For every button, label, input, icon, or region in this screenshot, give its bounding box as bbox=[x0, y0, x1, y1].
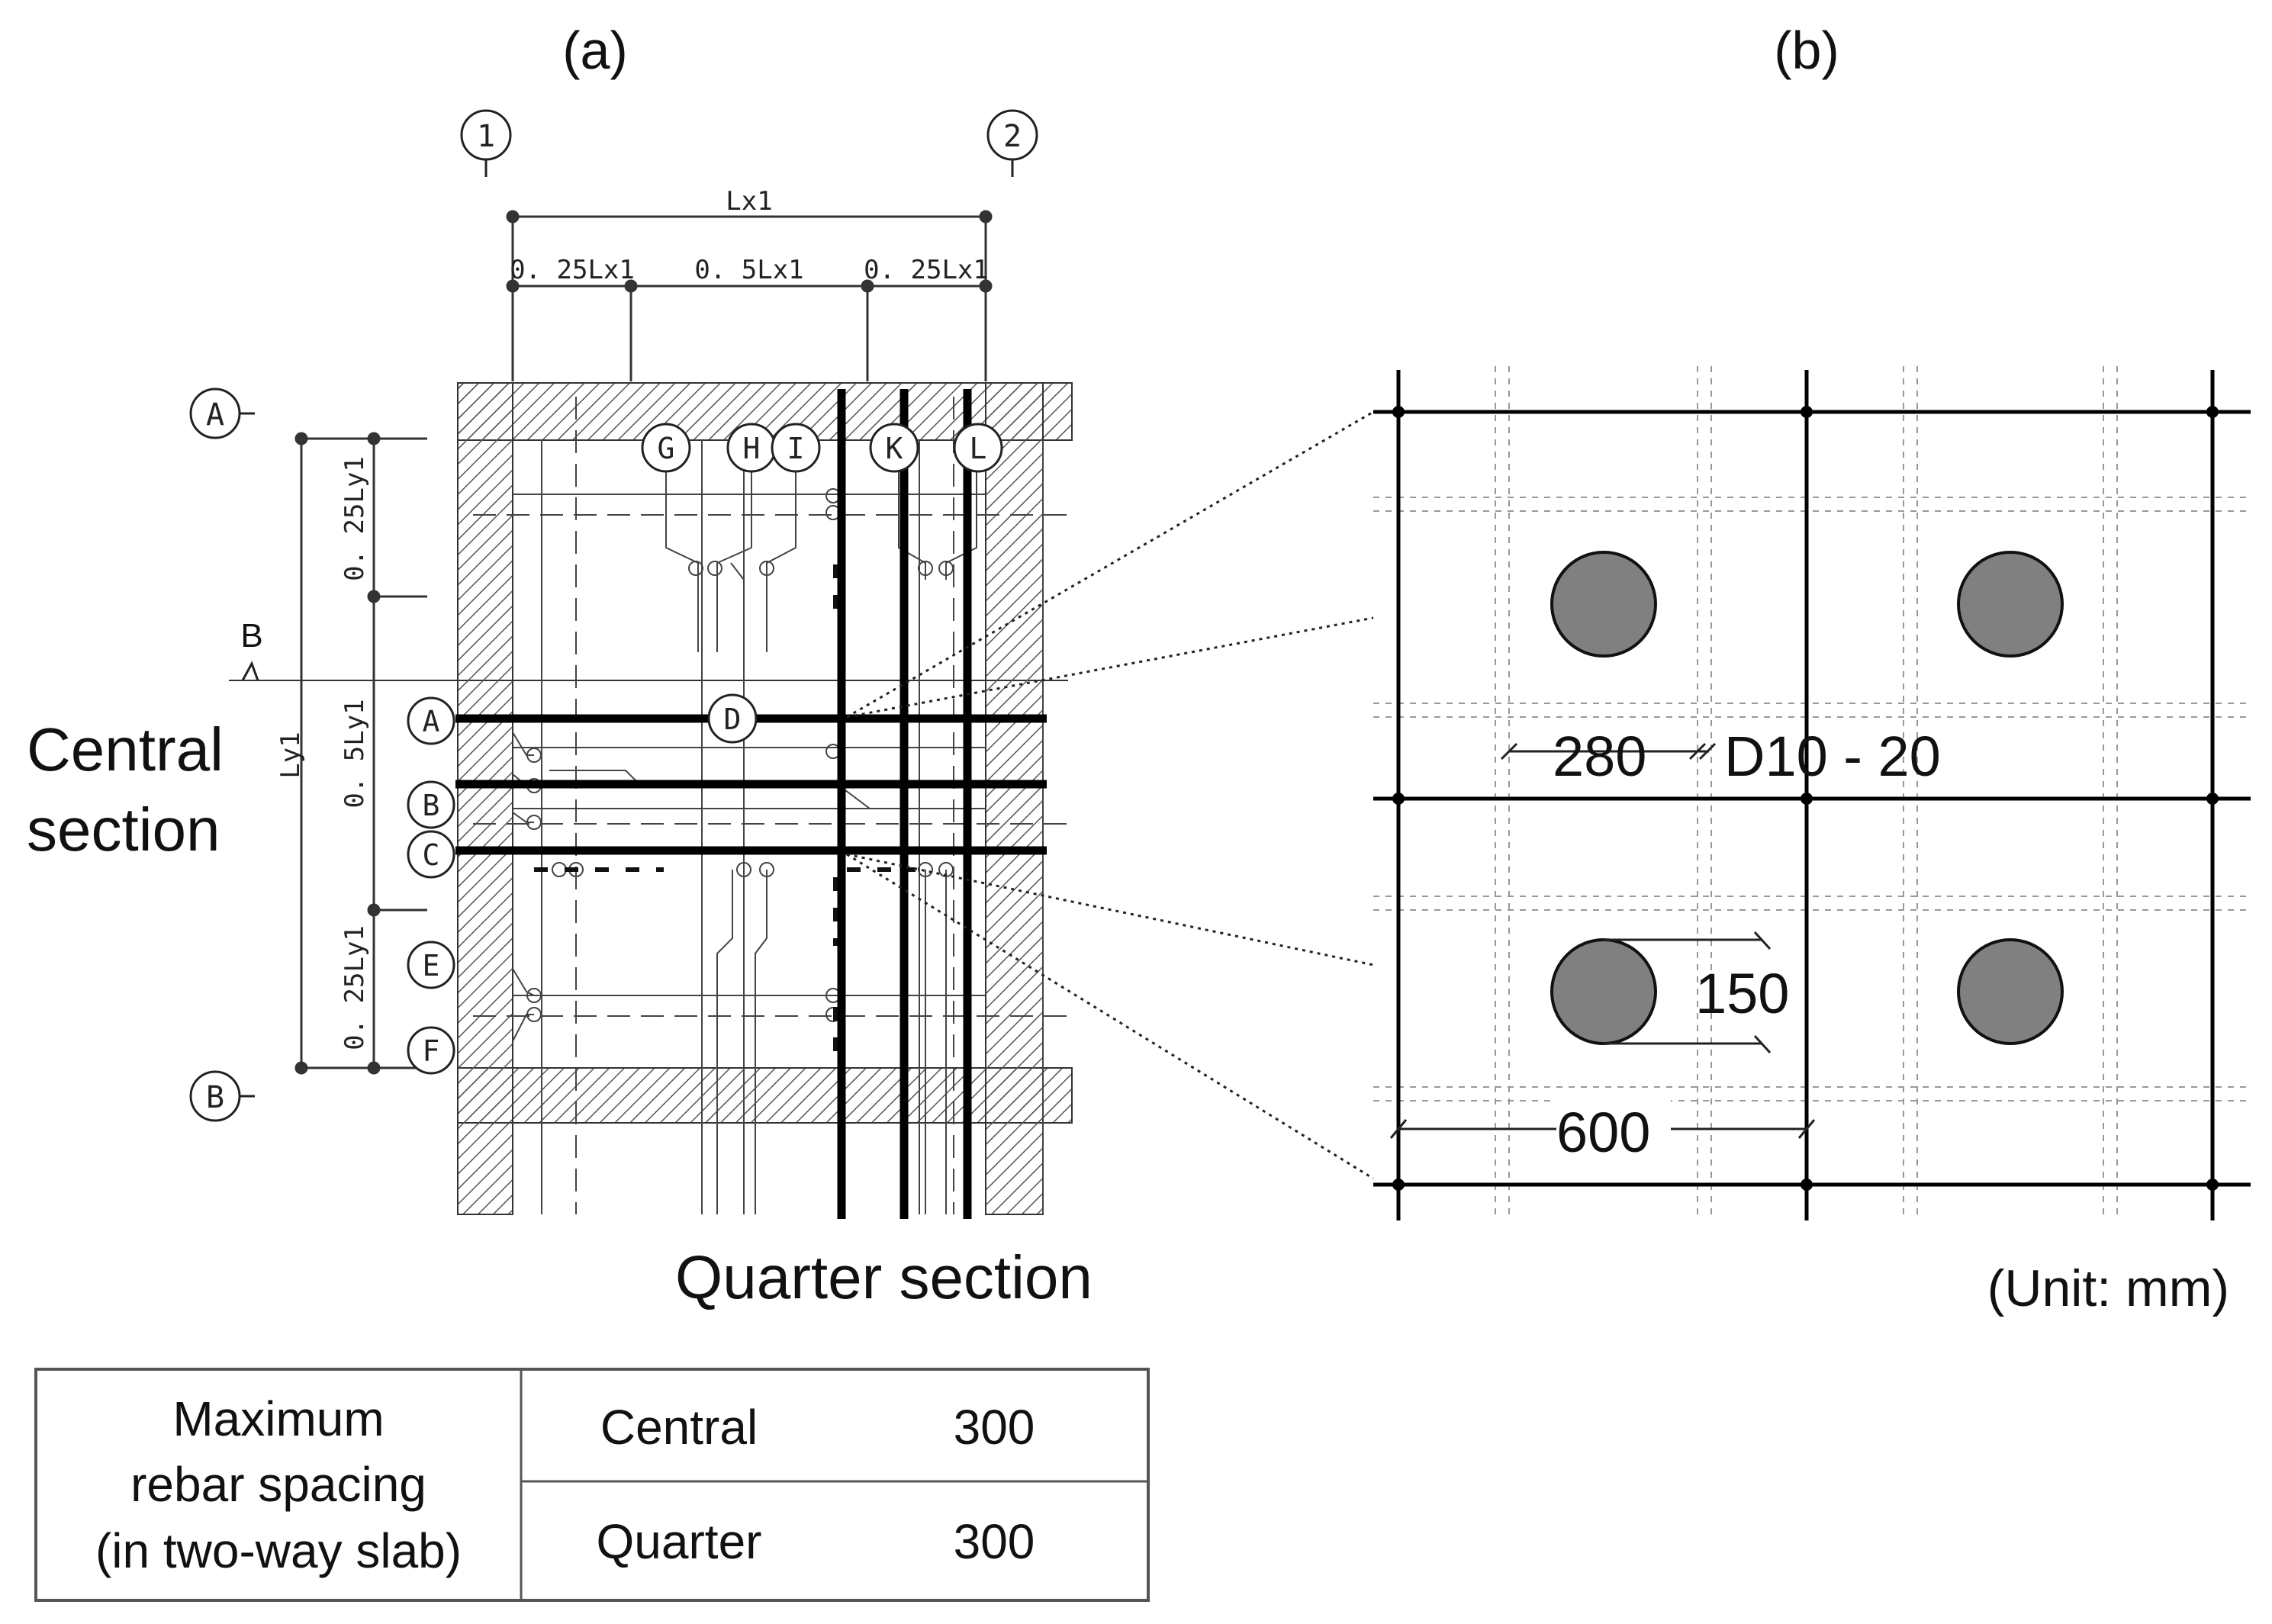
dim-yq1: 0. 25Ly1 bbox=[340, 456, 370, 581]
point-l: L bbox=[953, 423, 1003, 473]
grid-bubble-2: 2 bbox=[986, 109, 1038, 177]
central-section-label-2: section bbox=[27, 796, 220, 863]
point-k: K bbox=[869, 423, 919, 473]
dim-lx1: Lx1 bbox=[726, 186, 772, 217]
table-header-3: (in two-way slab) bbox=[95, 1523, 462, 1578]
unit-label: (Unit: mm) bbox=[1987, 1259, 2229, 1317]
dim-yq2: 0. 25Ly1 bbox=[340, 925, 370, 1050]
dim-half: 0. 5Lx1 bbox=[694, 255, 803, 285]
table-row-quarter-value: 300 bbox=[954, 1514, 1035, 1569]
svg-text:E: E bbox=[423, 949, 440, 982]
dim-280: 280 bbox=[1553, 725, 1646, 788]
svg-text:A: A bbox=[206, 397, 224, 433]
panel-b-label: (b) bbox=[1774, 21, 1839, 80]
svg-text:H: H bbox=[743, 432, 761, 465]
dim-q1: 0. 25Lx1 bbox=[510, 255, 635, 285]
panel-a: (a) 1 2 A B bbox=[27, 21, 1093, 1311]
svg-text:D: D bbox=[724, 703, 742, 736]
table-header-1: Maximum bbox=[172, 1391, 384, 1446]
specimen-circles bbox=[1550, 551, 2064, 1045]
point-e: E bbox=[407, 941, 455, 989]
panel-a-label: (a) bbox=[562, 21, 628, 80]
table-row-central-value: 300 bbox=[954, 1400, 1035, 1455]
svg-text:1: 1 bbox=[477, 119, 495, 154]
grid-bubble-1: 1 bbox=[460, 109, 512, 177]
panel-b: (b) bbox=[1373, 21, 2251, 1317]
svg-text:B: B bbox=[206, 1080, 224, 1115]
spacing-table: Maximum rebar spacing (in two-way slab) … bbox=[34, 1368, 1150, 1602]
rebar-spec: D10 - 20 bbox=[1724, 725, 1941, 788]
quarter-section-label: Quarter section bbox=[675, 1243, 1093, 1311]
dim-yhalf: 0. 5Ly1 bbox=[340, 699, 370, 808]
table-row-quarter-label: Quarter bbox=[597, 1514, 762, 1569]
svg-text:G: G bbox=[658, 432, 675, 465]
svg-text:L: L bbox=[970, 432, 987, 465]
point-f: F bbox=[407, 1026, 455, 1075]
central-section-label-1: Central bbox=[27, 716, 224, 783]
dimension-lx bbox=[506, 210, 993, 381]
slab-plan bbox=[455, 382, 1073, 1219]
svg-text:B: B bbox=[423, 789, 440, 822]
table-header-2: rebar spacing bbox=[130, 1457, 426, 1512]
zoom-lines bbox=[846, 410, 1374, 1180]
dim-q2: 0. 25Lx1 bbox=[864, 255, 989, 285]
section-marker: B bbox=[229, 617, 1068, 681]
svg-text:I: I bbox=[787, 432, 805, 465]
table-row-central-label: Central bbox=[600, 1400, 758, 1455]
svg-text:K: K bbox=[886, 432, 903, 465]
svg-text:A: A bbox=[423, 705, 440, 738]
dimension-ly bbox=[294, 432, 427, 1075]
svg-text:C: C bbox=[423, 838, 440, 872]
svg-text:2: 2 bbox=[1003, 119, 1022, 154]
point-i: I bbox=[771, 423, 821, 473]
dim-ly1: Ly1 bbox=[275, 732, 306, 778]
dim-150: 150 bbox=[1695, 962, 1789, 1025]
point-h: H bbox=[726, 423, 777, 473]
point-c: C bbox=[407, 830, 455, 879]
svg-text:F: F bbox=[423, 1034, 440, 1068]
dim-600: 600 bbox=[1556, 1101, 1650, 1164]
point-g: G bbox=[641, 423, 691, 473]
point-d: D bbox=[707, 693, 758, 744]
grid-bubble-b: B bbox=[189, 1070, 255, 1122]
point-b: B bbox=[407, 780, 455, 829]
grid-bubble-a: A bbox=[189, 388, 255, 439]
point-a: A bbox=[407, 696, 455, 745]
svg-text:B: B bbox=[240, 617, 262, 654]
